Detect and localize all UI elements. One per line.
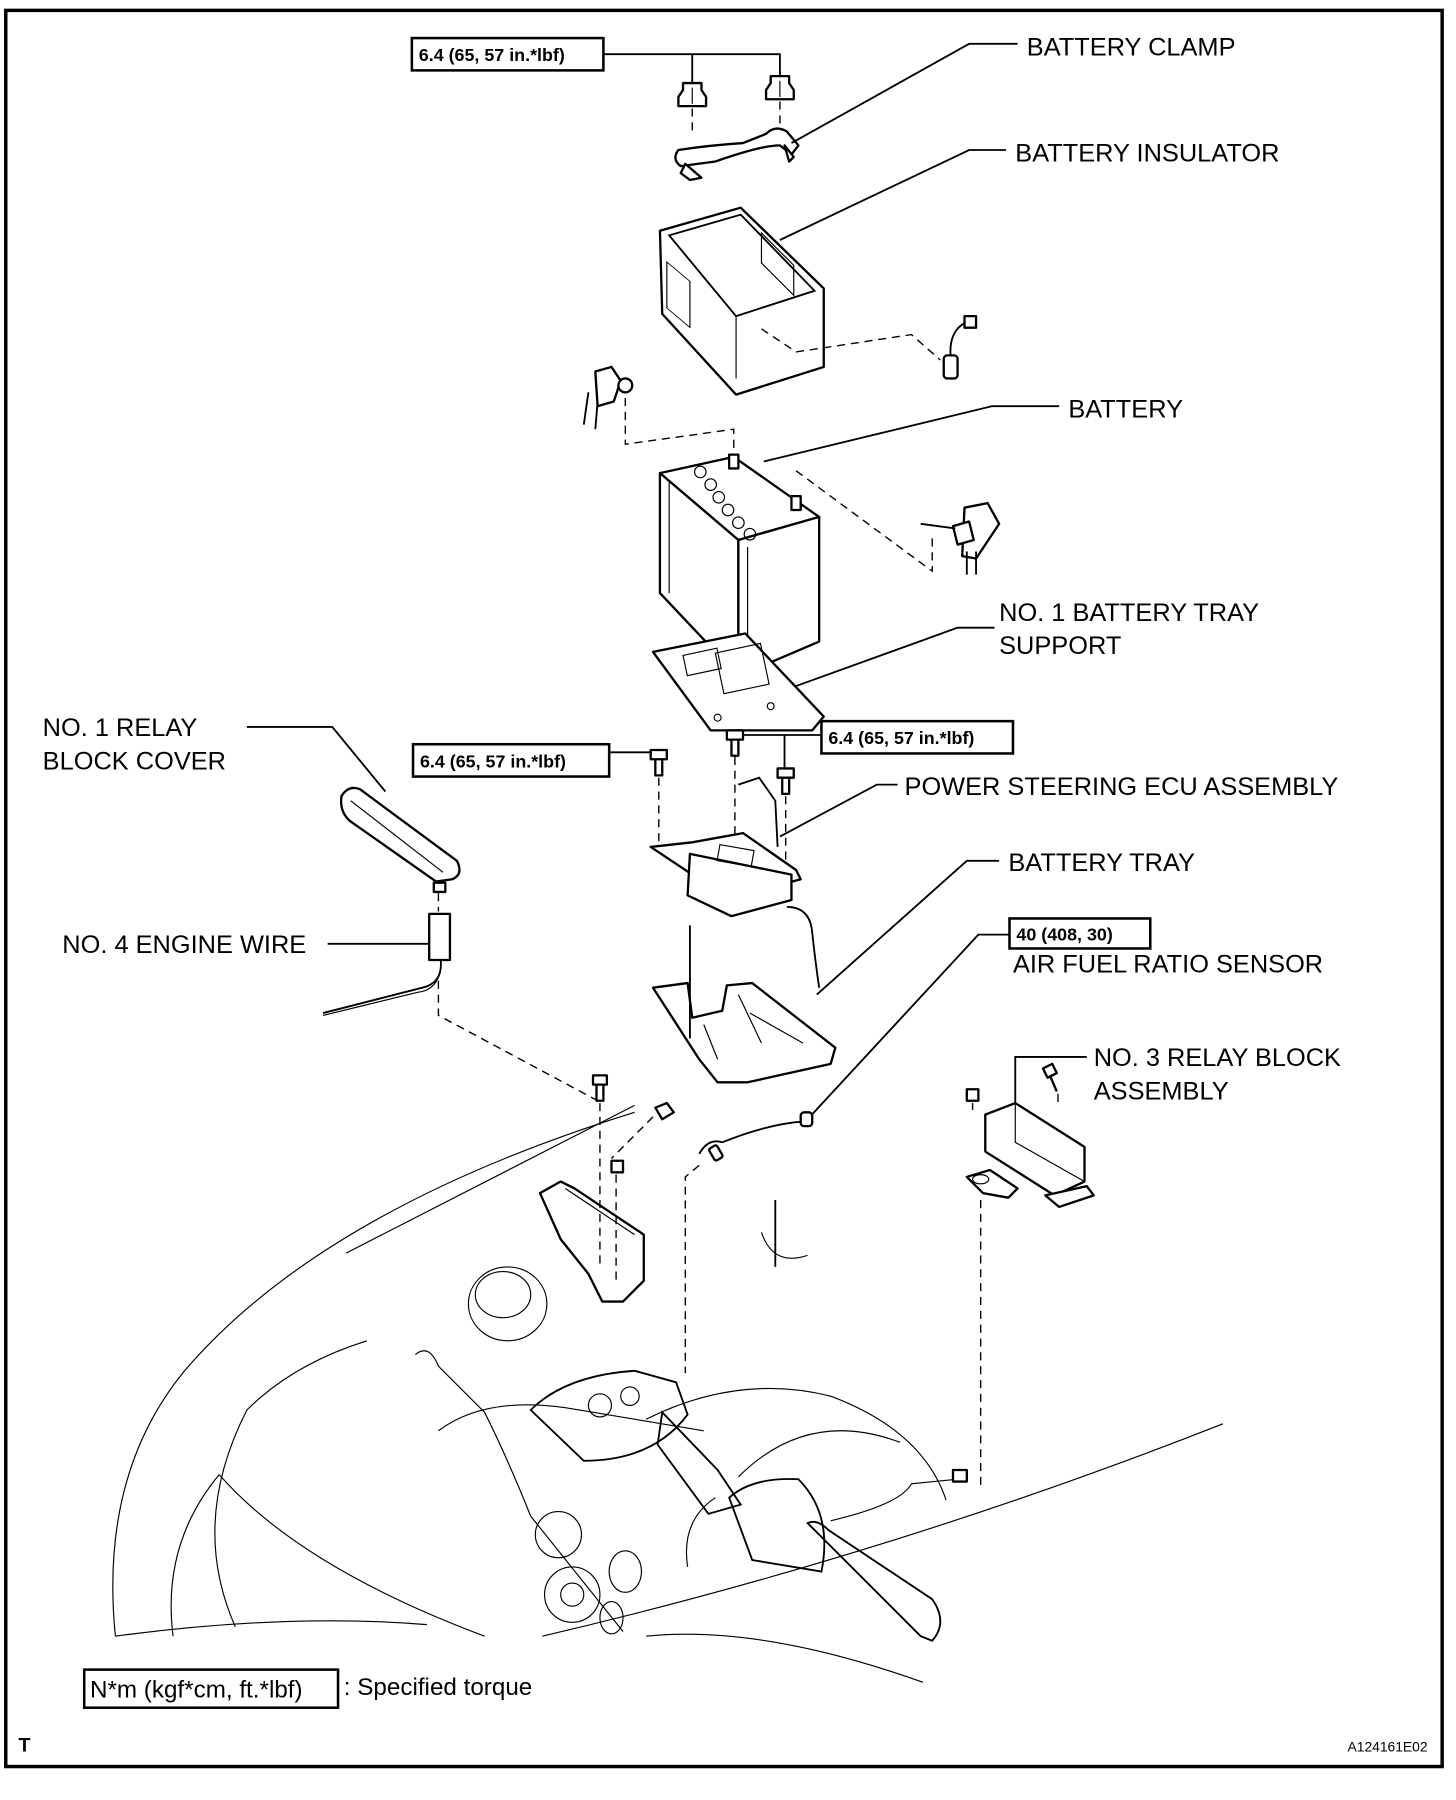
battery-insulator-part <box>658 206 825 396</box>
leader-line <box>246 726 387 793</box>
install-guide-line <box>795 470 933 573</box>
engine-wire-part <box>322 912 452 1016</box>
leader-line <box>1014 1056 1087 1108</box>
label-relay3-line2: ASSEMBLY <box>1094 1078 1229 1106</box>
install-guide-line <box>624 398 735 453</box>
hood-edge-line <box>345 1104 635 1254</box>
legend-unit: N*m (kgf*cm, ft.*lbf) <box>90 1676 303 1703</box>
torque-callout-ecu-right: 6.4 (65, 57 in.*lbf) <box>733 719 1015 769</box>
install-guide-line <box>610 1116 654 1159</box>
torque-value: 6.4 (65, 57 in.*lbf) <box>420 751 566 771</box>
label-battery-insulator: BATTERY INSULATOR <box>1015 140 1279 168</box>
label-battery-tray: BATTERY TRAY <box>1008 849 1195 877</box>
torque-legend: N*m (kgf*cm, ft.*lbf) : Specified torque <box>82 1668 532 1709</box>
torque-box <box>411 742 611 778</box>
relay-block-cover-part <box>339 786 461 883</box>
legend-box <box>82 1668 340 1709</box>
battery-tray-part <box>651 906 837 1084</box>
label-battery-clamp: BATTERY CLAMP <box>1027 33 1236 61</box>
corner-mark: T <box>18 1735 30 1757</box>
tray-support-part <box>651 632 825 732</box>
relay-fastener-icon <box>965 1062 1058 1102</box>
ecu-bolt-icon <box>649 729 795 795</box>
label-engine-wire: NO. 4 ENGINE WIRE <box>62 931 306 959</box>
label-af-sensor: AIR FUEL RATIO SENSOR <box>1013 951 1323 979</box>
label-relay3-line1: NO. 3 RELAY BLOCK <box>1094 1044 1341 1072</box>
ps-ecu-part <box>649 776 802 918</box>
label-ps-ecu: POWER STEERING ECU ASSEMBLY <box>905 773 1339 801</box>
torque-value: 40 (408, 30) <box>1016 924 1112 944</box>
clamp-nut-icon <box>677 74 795 108</box>
af-sensor-part <box>698 1111 814 1162</box>
negative-terminal-part <box>582 365 634 430</box>
install-guide-line <box>684 1164 700 1374</box>
leader-line <box>779 783 898 838</box>
torque-callout-ecu-left: 6.4 (65, 57 in.*lbf) <box>411 742 660 778</box>
torque-box <box>820 719 1015 755</box>
torque-box <box>1008 917 1152 950</box>
label-tray-support-line2: SUPPORT <box>999 632 1121 660</box>
label-relay-cover-line2: BLOCK COVER <box>43 748 226 776</box>
torque-value: 6.4 (65, 57 in.*lbf) <box>419 45 565 65</box>
bracket-part <box>538 1074 675 1303</box>
leader-line <box>779 149 1007 241</box>
engine-bay-illustration <box>112 1111 1224 1683</box>
nut-icon <box>432 881 447 894</box>
battery-clamp-part <box>674 127 800 182</box>
legend-description: : Specified torque <box>344 1674 532 1701</box>
positive-terminal-part <box>920 501 1001 575</box>
label-tray-support-line1: NO. 1 BATTERY TRAY <box>999 599 1259 627</box>
leader-line <box>791 626 995 689</box>
relay-block-3-part <box>965 1101 1095 1209</box>
figure-frame <box>4 8 1444 1769</box>
install-guide-line <box>761 328 941 361</box>
leader-line <box>603 53 781 77</box>
connector-clip-part <box>942 315 978 380</box>
figure-id-code: A124161E02 <box>1348 1739 1428 1755</box>
torque-callout-clamp: 6.4 (65, 57 in.*lbf) <box>410 36 781 84</box>
leader-line <box>806 933 1010 1120</box>
torque-callout-af-sensor: 40 (408, 30) <box>1008 917 1152 950</box>
leader-line <box>816 859 1000 996</box>
torque-value: 6.4 (65, 57 in.*lbf) <box>828 728 974 748</box>
torque-box <box>410 36 605 72</box>
leader-line <box>763 405 1060 463</box>
label-battery: BATTERY <box>1068 396 1183 424</box>
leader-line <box>791 42 1018 144</box>
label-relay-cover-line1: NO. 1 RELAY <box>43 714 198 742</box>
install-guide-line <box>437 980 601 1103</box>
